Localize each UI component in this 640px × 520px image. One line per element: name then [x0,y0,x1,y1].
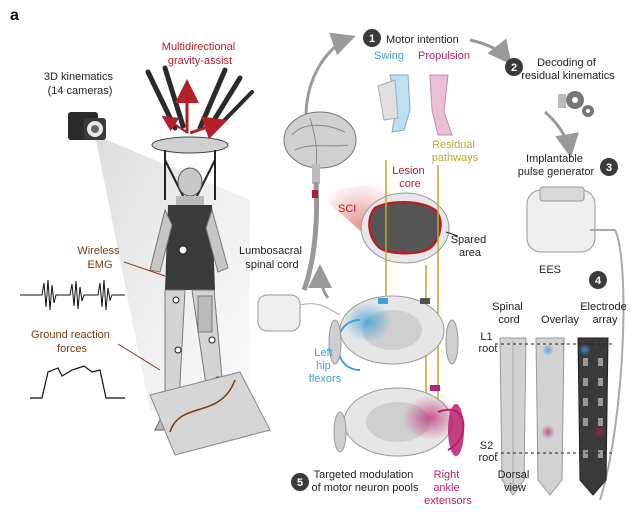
ground-forces-label: Ground reaction forces [31,329,113,355]
lower-pool-section [333,385,465,457]
spared-area-label: Spared area [451,234,490,259]
gears-icon [558,91,594,117]
cycle-arrow-top [304,32,356,121]
harness-straps [164,150,216,201]
small-ipg [257,294,341,332]
l1-label: L1 root [479,331,498,355]
camera-icon [68,112,106,140]
cord-cross-section [360,192,450,264]
wireless-emg-label: Wireless EMG [77,245,122,271]
gravity-assist-label: Multidirectional gravity-assist [162,41,238,67]
col-spinal-cord-label: Spinal cord [492,301,526,326]
step-2-label: Decoding of residual kinematics [521,57,615,82]
emg-trace [20,279,125,311]
dorsal-view-label: Dorsal view [498,469,533,494]
propulsion-label: Propulsion [418,50,470,62]
cycle-arrow-2-3 [544,110,579,158]
step-2: 2 Decoding of residual kinematics [505,57,615,82]
pulse-generator [526,186,625,501]
s2-label: S2 root [479,440,498,464]
svg-text:3: 3 [606,162,612,174]
step-5-label: Targeted modulation of motor neuron pool… [311,469,419,494]
ees-label: EES [539,264,561,276]
force-trace [30,365,125,399]
cycle-arrow-1-2 [469,38,512,65]
spinal-cord-column [499,337,527,496]
step-3-label: Implantable pulse generator [518,153,595,178]
electrode-array-column [577,337,609,496]
col-overlay-label: Overlay [541,314,579,326]
svg-text:2: 2 [511,62,517,74]
gravity-assist-robot [145,65,254,154]
step-3: 3 Implantable pulse generator [518,153,618,178]
legs-illustration [377,74,453,136]
step-5: 5 Targeted modulation of motor neuron po… [291,469,419,494]
swing-label: Swing [374,50,404,62]
panel-letter: a [10,7,19,24]
overlay-column [535,337,565,496]
lesion-core-label: Lesion core [392,165,427,190]
force-plate [149,371,271,456]
cycle-arrow-return [308,264,333,299]
svg-text:4: 4 [595,275,602,287]
svg-text:5: 5 [297,477,303,489]
residual-pathways-label: Residual pathways [432,139,479,164]
step-1: 1 Motor intention Swing Propulsion [363,29,470,62]
left-hip-label: Left hip flexors [309,347,342,385]
step-4: EES 4 [539,264,607,289]
gravity-force-arrows [161,79,228,140]
svg-text:1: 1 [369,33,375,45]
lumbosacral-label: Lumbosacral spinal cord [239,245,305,271]
right-ankle-label: Right ankle extensors [424,469,472,507]
spinal-cord [301,181,320,291]
step-1-label: Motor intention [386,34,459,46]
col-electrode-label: Electrode array [580,301,630,326]
brain-icon [283,111,357,184]
sci-label: SCI [338,203,356,215]
kinematics-label: 3D kinematics (14 cameras) [44,71,116,97]
upper-pool-section [328,295,459,371]
